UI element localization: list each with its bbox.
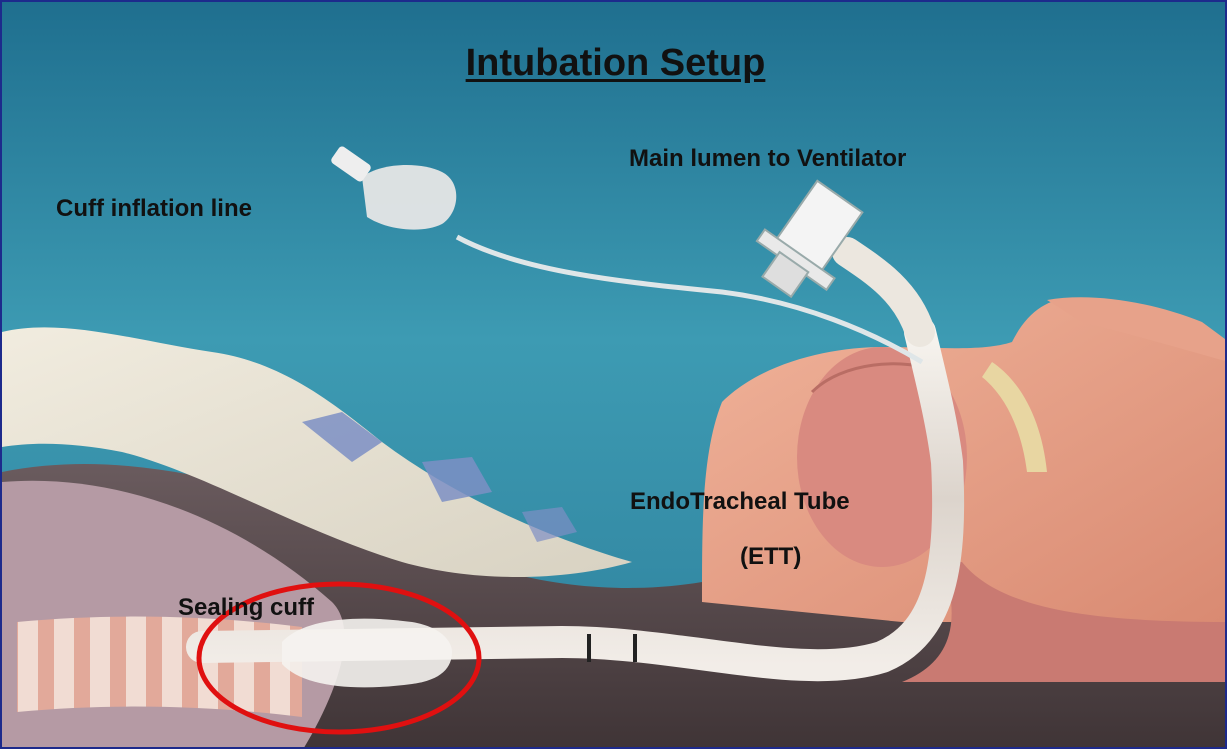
label-sealing-cuff: Sealing cuff — [178, 594, 314, 622]
label-cuff-inflation-line: Cuff inflation line — [56, 195, 252, 223]
page-title: Intubation Setup — [2, 42, 1227, 85]
label-ett-abbrev: (ETT) — [740, 543, 801, 571]
sealing-cuff-balloon — [282, 619, 452, 688]
label-main-lumen: Main lumen to Ventilator — [629, 145, 906, 173]
pilot-balloon — [362, 165, 456, 230]
label-ett-name: EndoTracheal Tube — [630, 488, 850, 516]
